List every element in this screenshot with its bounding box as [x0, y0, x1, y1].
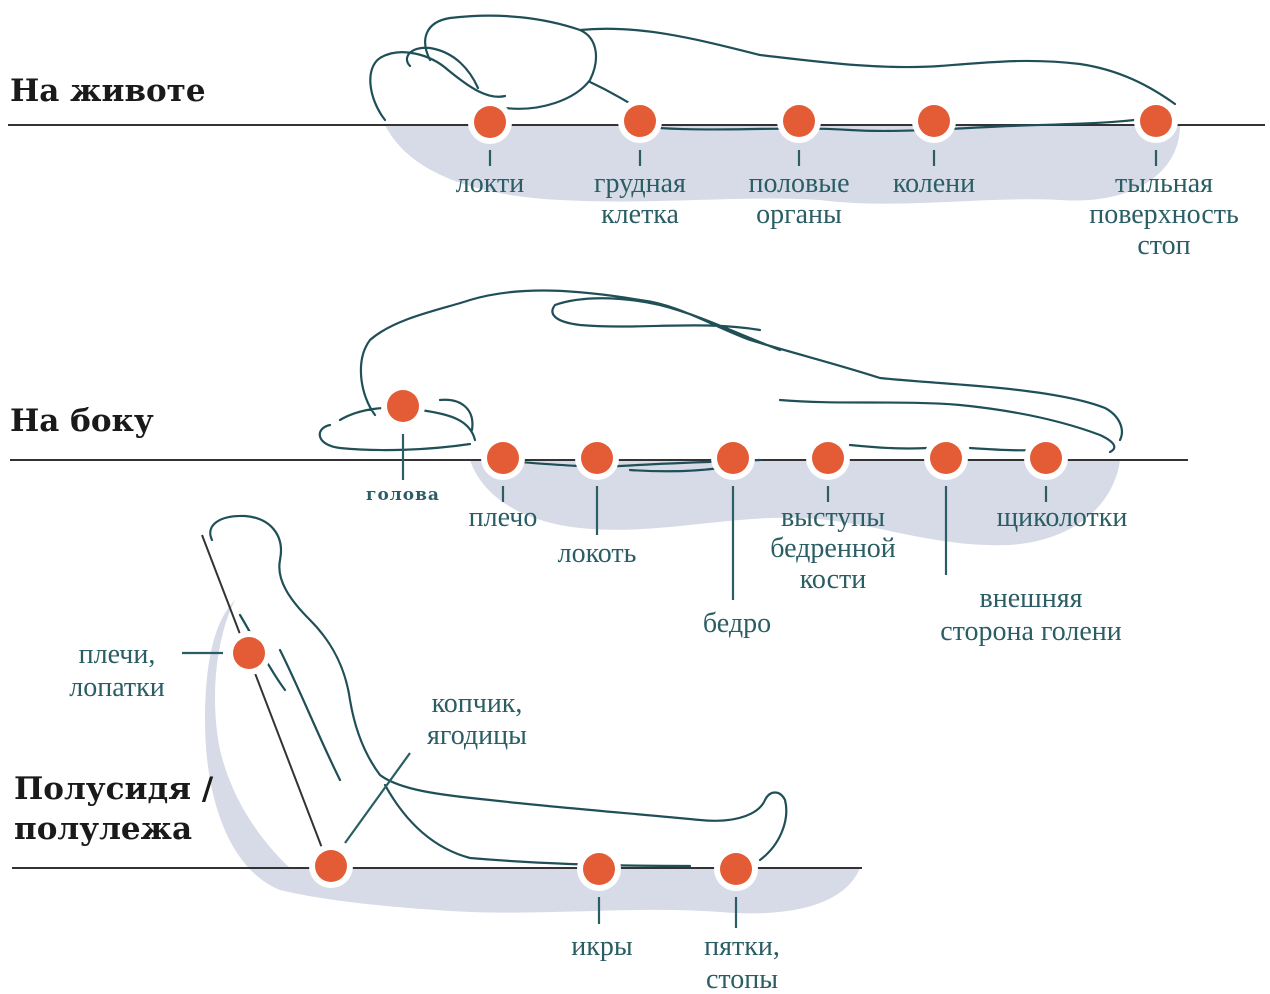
point-label: бедро: [703, 608, 771, 639]
point-label: локти: [456, 168, 524, 199]
point-label: выступы: [781, 502, 885, 533]
point-label: тыльная: [1115, 168, 1213, 199]
point-label: грудная: [594, 168, 686, 199]
point-label: пятки,: [704, 931, 780, 962]
point-label: поверхность: [1089, 199, 1239, 230]
point-label: икры: [571, 931, 633, 962]
point-label: копчик,: [432, 688, 523, 719]
section-side: На боку голова плечо локоть бедро: [10, 291, 1188, 647]
reclined-contact-shadow: [205, 600, 860, 913]
point-label: щиколотки: [997, 502, 1128, 533]
prone-heading: На животе: [10, 73, 206, 109]
reclined-heading: Полусидя /: [14, 771, 214, 807]
point-label: кости: [800, 564, 867, 595]
point-label: плечи,: [79, 639, 156, 670]
section-prone: На животе локти грудная клетка половые о…: [8, 16, 1265, 261]
point-label: бедренной: [770, 533, 896, 564]
point-label: внешняя: [980, 583, 1083, 614]
point-label: ягодицы: [427, 720, 527, 751]
point-label: стоп: [1137, 230, 1190, 261]
point-label: клетка: [601, 199, 679, 230]
pressure-point: плечи, лопатки: [69, 631, 271, 703]
section-semi-reclined: Полусидя / полулежа плечи, лопатки копчи…: [12, 516, 862, 994]
point-label: половые: [748, 168, 849, 199]
point-label: лопатки: [69, 672, 165, 703]
point-label: колени: [893, 168, 975, 199]
pressure-point: голова: [366, 384, 440, 505]
side-heading: На боку: [10, 403, 154, 439]
point-label: сторона голени: [940, 616, 1122, 647]
pressure-point: копчик, ягодицы: [309, 688, 527, 888]
point-label: голова: [366, 485, 440, 505]
point-label: стопы: [706, 964, 778, 994]
reclined-heading: полулежа: [14, 811, 192, 847]
point-label: органы: [756, 199, 842, 230]
point-label: плечо: [469, 502, 538, 533]
point-label: локоть: [558, 538, 637, 569]
